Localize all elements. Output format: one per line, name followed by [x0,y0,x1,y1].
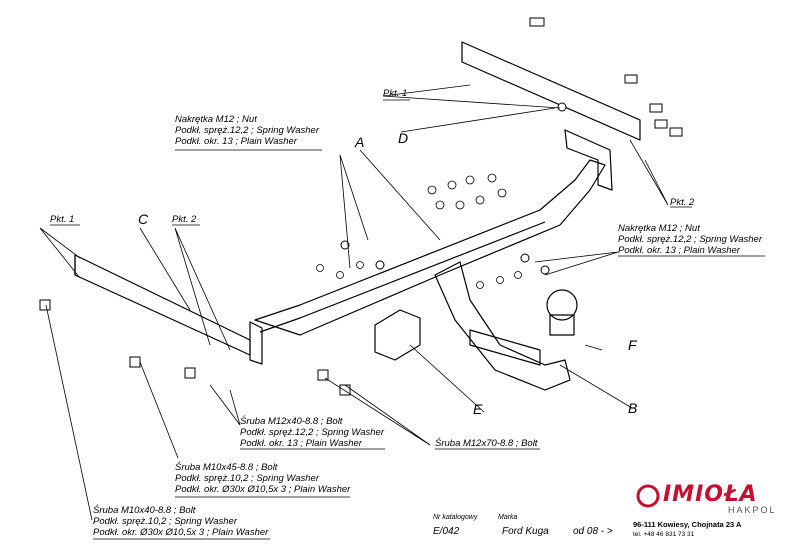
label-nut-group-top: Nakrętka M12 ; Nut Podkł. spręż.12,2 ; S… [175,114,319,147]
nut-icon [540,265,550,275]
nut-icon [557,102,567,112]
logo-name: IMIOŁA [663,482,758,507]
bolt-icon [317,369,329,381]
logo-sub: HAKPOL [728,505,777,515]
bolt-icon [129,356,141,368]
label-bolt-m10x40: Śruba M10x40-8.8 ; Bolt Podkł. spręż.10,… [93,505,269,538]
part-letter-a: A [355,134,365,150]
bolt-icon [654,119,668,129]
bolt-icon [39,299,51,311]
bolt-icon [529,17,545,27]
part-letter-c: C [138,211,149,227]
make-label: Marka [498,514,518,521]
label-bolt-m12x40: Śruba M12x40-8.8 ; Bolt Podkł. spręż.12,… [240,416,384,449]
label-pkt1-left: Pkt. 1 [50,214,75,225]
part-letter-b: B [628,400,638,416]
crossbar-a [254,159,606,336]
label-bolt-m10x45: Śruba M10x45-8.8 ; Bolt Podkł. spręż.10,… [175,462,351,495]
label-pkt2-left: Pkt. 2 [172,214,197,225]
bolt-icon [649,103,663,113]
nut-icon [340,240,350,250]
bracket-right [564,129,613,191]
part-letter-f: F [628,337,637,353]
make-value: Ford Kuga [502,526,549,537]
catalog-label: Nr katalogowy [433,514,478,521]
plate-e [374,309,421,361]
catalog-value: E/042 [433,526,460,537]
logo-mark [636,484,660,508]
label-bolt-m12x70: Śruba M12x70-8.8 ; Bolt [435,438,538,449]
year-range: od 08 - > [573,526,613,537]
bar-d [461,41,641,141]
nut-icon [520,253,530,263]
part-letter-d: D [398,130,409,146]
bolt-icon [184,367,196,379]
nut-icon [375,260,385,270]
label-pkt2-right: Pkt. 2 [670,197,695,208]
bolt-icon [624,74,638,84]
part-letter-e: E [473,401,483,417]
bolt-icon [339,384,351,396]
label-nut-group-right: Nakrętka M12 ; Nut Podkł. spręż.12,2 ; S… [618,223,762,256]
phone: tel. +48 46 831 73 31 [633,531,695,538]
towbar-neck-b [434,261,571,391]
tow-ball-f [546,289,578,321]
bracket-c [74,254,251,356]
bolt-icon [669,127,683,137]
label-pkt1-top: Pkt. 1 [383,88,408,99]
address: 96-111 Kowiesy, Chojnata 23 A [633,520,742,529]
